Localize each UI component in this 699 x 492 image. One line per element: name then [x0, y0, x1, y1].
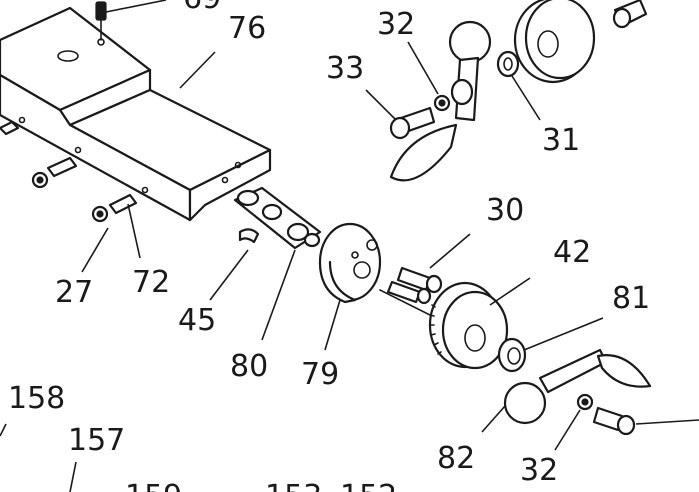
label-158: 158	[8, 381, 65, 416]
label-33: 33	[326, 51, 364, 86]
label-79: 79	[301, 357, 339, 392]
collar-79	[318, 222, 382, 304]
label-153: 153	[265, 479, 322, 492]
washer-81	[497, 337, 527, 373]
graduated-dial-42	[428, 281, 509, 370]
label-152: 152	[340, 479, 397, 492]
cross-slide-block	[0, 6, 272, 222]
label-31: 31	[542, 123, 580, 158]
label-32-upper: 32	[377, 7, 415, 42]
label-32-lower: 32	[520, 453, 558, 488]
leadscrew-end	[233, 186, 322, 250]
part-labels: 69 76 32 33 31 30 42 81 27 72 45 80 79 8…	[8, 0, 650, 492]
label-42: 42	[553, 235, 591, 270]
label-159: 159	[125, 479, 182, 492]
label-69: 69	[183, 0, 221, 16]
label-30: 30	[486, 193, 524, 228]
label-72: 72	[132, 265, 170, 300]
label-27: 27	[55, 275, 93, 310]
handle-assembly-lower	[503, 348, 652, 436]
label-76: 76	[228, 11, 266, 46]
woodruff-key-45	[238, 228, 260, 244]
label-157: 157	[68, 423, 125, 458]
label-45: 45	[178, 303, 216, 338]
handle-assembly-upper	[389, 0, 648, 182]
gib-screws	[0, 120, 138, 223]
label-81: 81	[612, 281, 650, 316]
label-82: 82	[437, 441, 475, 476]
set-screw-69	[95, 1, 107, 46]
label-80: 80	[230, 349, 268, 384]
screws-30	[386, 266, 443, 305]
